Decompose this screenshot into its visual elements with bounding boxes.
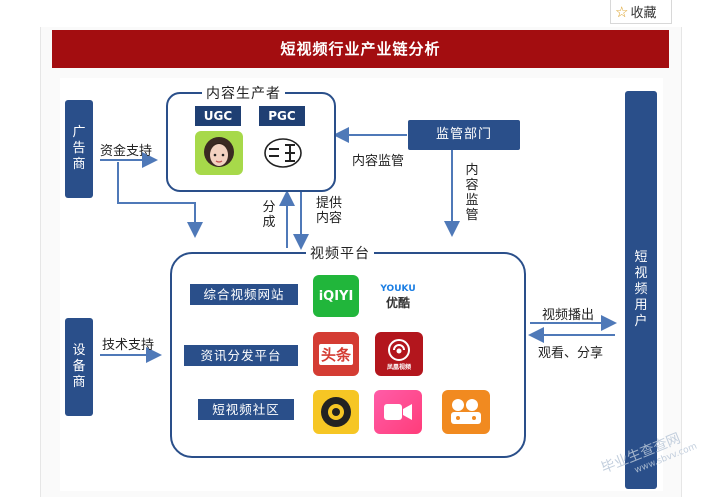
category-short-video: 短视频社区 [198,399,294,420]
diagram-title: 短视频行业产业链分析 [52,30,669,68]
device-maker-label: 设备商 [72,343,86,390]
content-producer-box [166,92,336,192]
favorite-button[interactable]: ☆收藏 [610,0,672,24]
star-icon: ☆ [615,3,629,21]
content-producer-title: 内容生产者 [202,83,285,103]
tech-label: 技术支持 [102,338,155,353]
video-play-app-icon [374,390,422,434]
watch-share-label: 观看、分享 [538,346,604,361]
iqiyi-label: iQIYI [318,288,354,304]
pgc-tag: PGC [259,106,305,126]
regulate-label-horizontal: 内容监管 [352,154,405,169]
category-comprehensive: 综合视频网站 [190,284,298,305]
share-label: 分成 [262,200,276,230]
arrows-layer [100,127,617,363]
youku-label-top: YOUKU [380,283,416,294]
regulator-box: 监管部门 [408,120,520,150]
diagram-canvas: 广告商 设备商 资金支持 技术支持 内容生产者 UGC PGC 监管部门 内容监… [60,78,663,491]
toutiao-app-icon: 头条 [313,332,359,376]
regulate-label-vertical: 内容监管 [465,163,479,223]
video-chat-app-icon [442,390,490,434]
ifeng-app-icon: 凤凰视频 [375,332,423,376]
favorite-label: 收藏 [630,6,657,21]
funding-label: 资金支持 [100,144,153,159]
advertiser-box: 广告商 [65,100,93,198]
advertiser-label: 广告商 [72,125,86,172]
video-camera-app-icon [313,390,359,434]
video-play-label: 视频播出 [542,308,595,323]
device-maker-box: 设备商 [65,318,93,416]
provide-content-label: 提供内容 [315,196,342,226]
ugc-avatar-icon [195,131,243,175]
short-video-users-label: 短视频用户 [634,250,648,329]
youku-label-bottom: 优酷 [385,295,410,310]
category-news: 资讯分发平台 [184,345,298,366]
youku-app-icon: YOUKU 优酷 [372,278,424,316]
arrow-funding-platform [117,162,203,238]
ugc-tag: UGC [195,106,241,126]
short-video-users-box: 短视频用户 [625,91,657,489]
video-platform-title: 视频平台 [306,243,374,263]
iqiyi-app-icon: iQIYI [313,275,359,317]
toutiao-label: 头条 [318,343,353,365]
pgc-logo-icon [259,131,307,175]
ifeng-label: 凤凰视频 [386,363,411,371]
